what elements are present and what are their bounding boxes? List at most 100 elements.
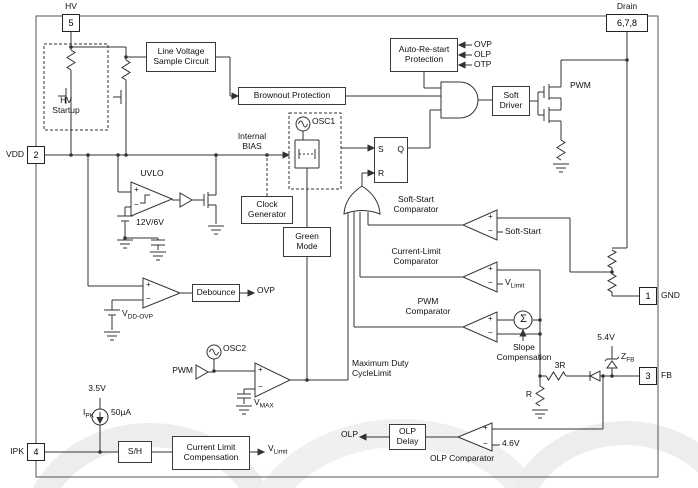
osc1-label: OSC1: [312, 116, 336, 126]
pwm-plus-sign: +: [488, 314, 493, 323]
block-clock-generator: Clock Generator: [241, 196, 293, 224]
pin-label-drain: Drain: [616, 1, 638, 11]
zener-icon: [606, 360, 618, 369]
block-soft-driver: Soft Driver: [492, 86, 530, 116]
drain-network: [497, 32, 639, 297]
ipk-source-label: IPK: [82, 407, 94, 420]
ovp-circuit: [87, 155, 256, 341]
arp-input-olp-label: OLP: [474, 49, 492, 59]
uvlo-threshold-label: 12V/6V: [136, 217, 164, 227]
cl-minus-sign: −: [488, 278, 493, 287]
pin-label-fb: FB: [661, 370, 672, 380]
pin-label-hv: HV: [65, 1, 77, 11]
ss-minus-sign: −: [488, 226, 493, 235]
r3-label: 3R: [554, 360, 566, 370]
block-brownout-protection: Brownout Protection: [238, 87, 346, 105]
resistor-icon: [606, 273, 618, 293]
fb-network: [492, 346, 639, 430]
ipk-circuit: [45, 398, 266, 456]
latch-s-label: S: [378, 144, 384, 154]
resistor-icon: [121, 59, 131, 81]
block-current-limit-compensation: Current Limit Compensation: [172, 436, 250, 470]
block-debounce: Debounce: [192, 284, 240, 302]
pin-label-ipk: IPK: [10, 446, 24, 456]
pwm-comparator-label: PWM Comparator: [405, 296, 451, 316]
max-duty-label: Maximum Duty CycleLimit: [352, 358, 409, 378]
vlimit-output-label: VLimit: [268, 443, 288, 456]
arrow-icon: [96, 417, 104, 425]
comparator-bank: [353, 209, 541, 376]
block-olp-delay: OLP Delay: [389, 424, 426, 450]
pwm-minus-sign: −: [488, 328, 493, 337]
i50-label: 50µA: [111, 407, 132, 417]
ovp-plus-sign: +: [146, 280, 151, 289]
arrow-icon: [457, 51, 466, 59]
and-gate: [440, 81, 492, 119]
soft-start-label: Soft-Start: [505, 226, 541, 236]
uvlo-plus-sign: +: [134, 185, 139, 194]
osc1-circuit: [288, 112, 342, 190]
block-line-voltage-sample-circuit: Line Voltage Sample Circuit: [146, 42, 216, 72]
arrow-icon: [257, 448, 266, 456]
latch-r-label: R: [378, 168, 385, 178]
comparator-icon: [456, 422, 493, 452]
pin-number-fb: 3: [639, 367, 657, 385]
diode-icon: [588, 370, 601, 382]
maxduty-minus-sign: −: [258, 382, 263, 391]
buffer-icon: [195, 364, 209, 380]
vdd-ovp-label: VDD-OVP: [122, 308, 153, 321]
olp-output-label: OLP: [340, 429, 358, 439]
comparator-icon: [254, 362, 292, 398]
max-duty-circuit: [195, 212, 349, 415]
pwm-buffer-label: PWM: [172, 365, 193, 375]
arrow-icon: [367, 169, 376, 177]
pin-number-hv: 5: [62, 14, 80, 32]
pin-number-ipk: 4: [27, 443, 45, 461]
osc2-label: OSC2: [223, 343, 247, 353]
ovp-minus-sign: −: [146, 294, 151, 303]
pin-label-gnd: GND: [661, 290, 680, 300]
r-label: R: [525, 389, 532, 399]
block-auto-restart-protection: Auto-Re-start Protection: [390, 38, 458, 72]
driver-stage: [530, 59, 627, 173]
resistor-icon: [606, 249, 618, 269]
resistor-icon: [544, 371, 567, 381]
vdd-rail: [45, 151, 291, 159]
uvlo-label: UVLO: [140, 168, 164, 178]
arrow-icon: [247, 289, 256, 297]
comparator-icon: [142, 277, 182, 309]
sr-latch: S Q R: [374, 137, 408, 183]
vlimit-label: VLimit: [505, 277, 525, 290]
maxduty-plus-sign: +: [258, 365, 263, 374]
internal-bias-label: Internal BIAS: [237, 131, 267, 151]
sr-latch-wires: [341, 109, 441, 186]
ic-boundary: [35, 15, 659, 478]
block-green-mode: Green Mode: [283, 227, 331, 257]
comparator-icon: [130, 181, 174, 217]
green-mode-wires: [266, 155, 308, 380]
arrow-icon: [457, 61, 466, 69]
arrow-icon: [282, 151, 291, 159]
pin-number-gnd: 1: [639, 287, 657, 305]
vmax-label: VMAX: [254, 397, 274, 410]
hv-startup-label: HV Startup: [52, 95, 80, 115]
buffer-icon: [179, 192, 193, 208]
latch-q-label: Q: [397, 144, 404, 154]
resistor-icon: [556, 139, 566, 161]
hv-startup-circuit: [43, 32, 146, 155]
v35-label: 3.5V: [88, 383, 106, 393]
junction-dots: [69, 45, 629, 454]
comparator-icon: [461, 311, 498, 343]
resistor-icon: [66, 49, 76, 71]
olp-comparator-label: OLP Comparator: [429, 453, 495, 463]
olp-minus-sign: −: [483, 439, 488, 448]
pin-number-drain: 6,7,8: [606, 14, 648, 32]
arp-input-otp-label: OTP: [474, 59, 492, 69]
pin-number-vdd: 2: [27, 146, 45, 164]
or-gate: [343, 185, 381, 215]
arrow-icon: [231, 92, 240, 100]
resistor-icon: [535, 385, 545, 407]
protection-path: [216, 41, 472, 100]
